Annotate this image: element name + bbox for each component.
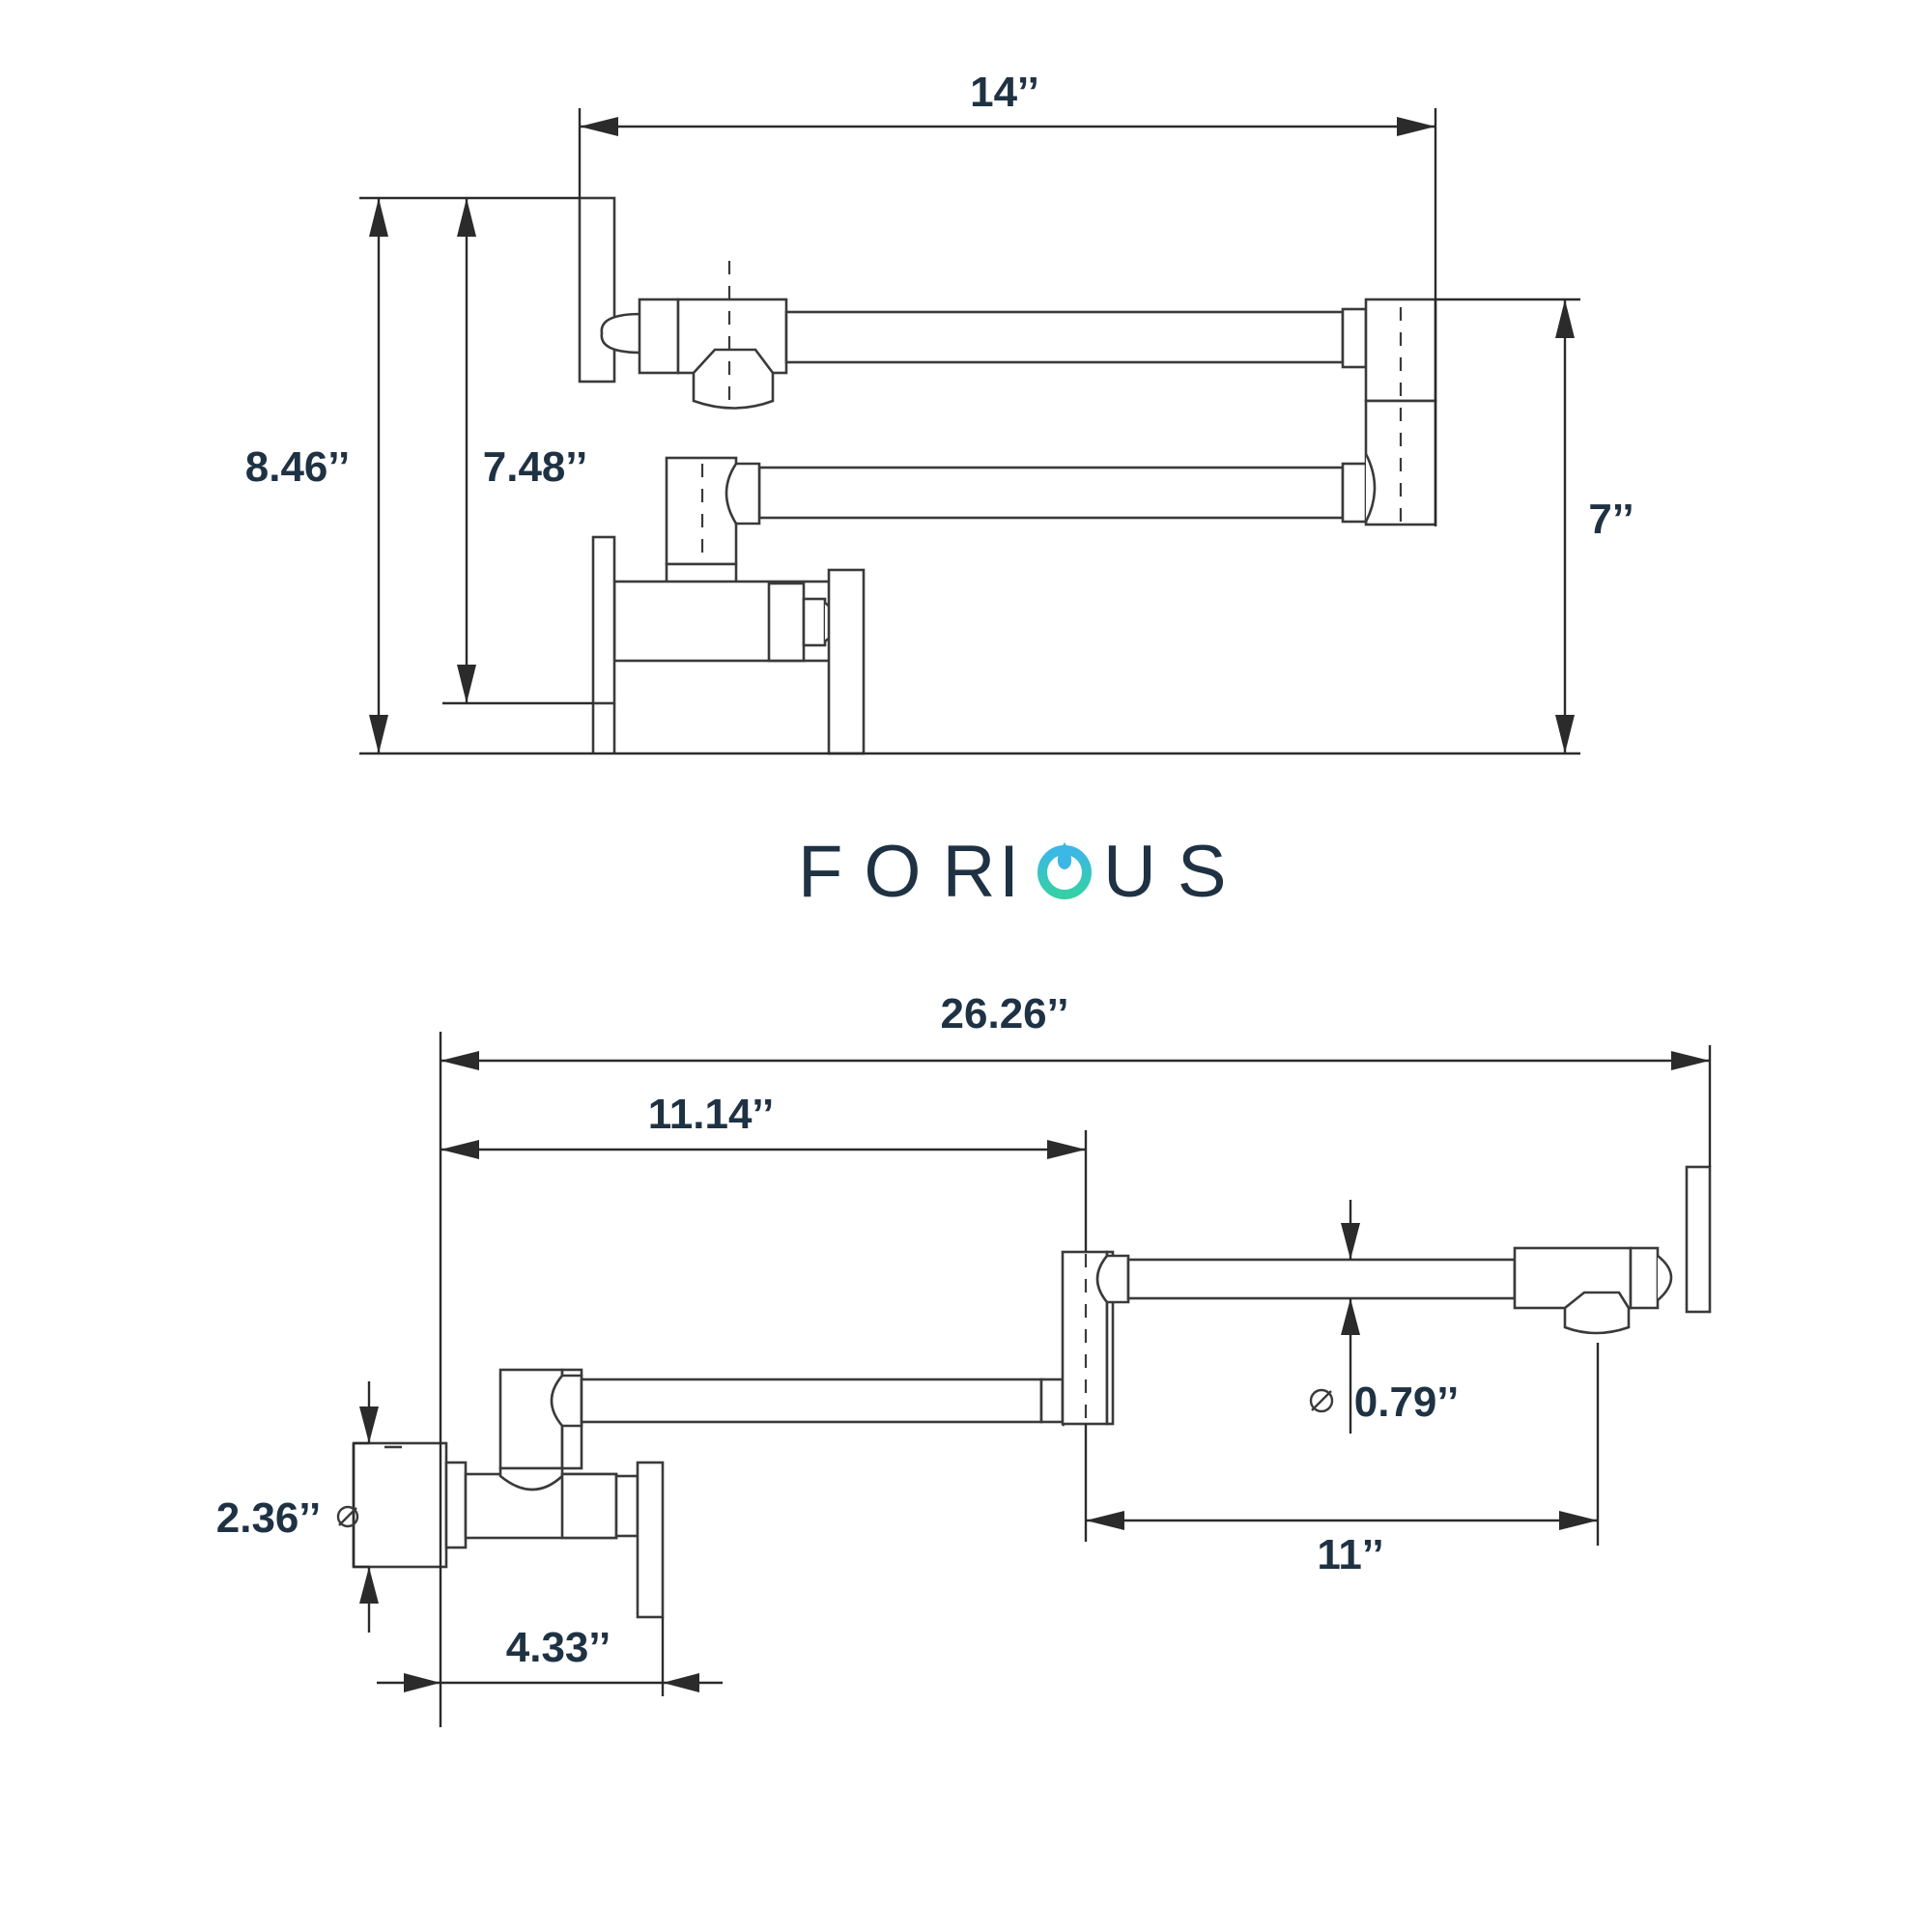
bottom-handle	[636, 1461, 665, 1619]
bottom-upper-arm	[1126, 1258, 1517, 1300]
diameter-symbol-icon	[336, 1505, 359, 1528]
forious-logo: FOR I US	[798, 831, 1248, 913]
dim-26-26-label: 26.26’’	[941, 990, 1069, 1037]
dim-7-48-label: 7.48’’	[483, 443, 587, 491]
dim-2-36-label: 2.36’’	[216, 1494, 321, 1542]
logo-text-i: I	[999, 831, 1040, 913]
dim-8-46-label: 8.46’’	[245, 443, 350, 491]
dim-11-label: 11’’	[1317, 1531, 1383, 1578]
dim-14-label: 14’’	[970, 69, 1039, 116]
top-dimension-lines	[359, 108, 1580, 755]
dim-4-33-label: 4.33’’	[506, 1624, 611, 1671]
dim-0-79-label: 0.79’’	[1354, 1378, 1459, 1426]
top-view-drawing	[578, 196, 1437, 755]
logo-text-right: US	[1103, 831, 1248, 913]
dim-11-14-label: 11.14’’	[648, 1091, 775, 1138]
logo-text-left: FOR	[798, 831, 1016, 913]
bottom-lower-arm	[580, 1378, 1043, 1424]
top-lower-arm	[757, 466, 1345, 520]
top-knob	[600, 312, 643, 355]
top-wall-plate	[578, 196, 616, 384]
bottom-dimension-lines	[336, 1032, 1712, 1727]
bottom-wall-flange	[352, 1441, 448, 1569]
water-drop-icon	[1037, 842, 1092, 899]
top-upper-arm	[784, 310, 1345, 364]
bottom-view-drawing	[352, 1165, 1712, 1619]
dim-7-label: 7’’	[1588, 496, 1634, 543]
bottom-wall-plate	[1685, 1165, 1712, 1314]
diameter-symbol-icon	[1309, 1388, 1334, 1413]
top-handle	[827, 568, 866, 755]
